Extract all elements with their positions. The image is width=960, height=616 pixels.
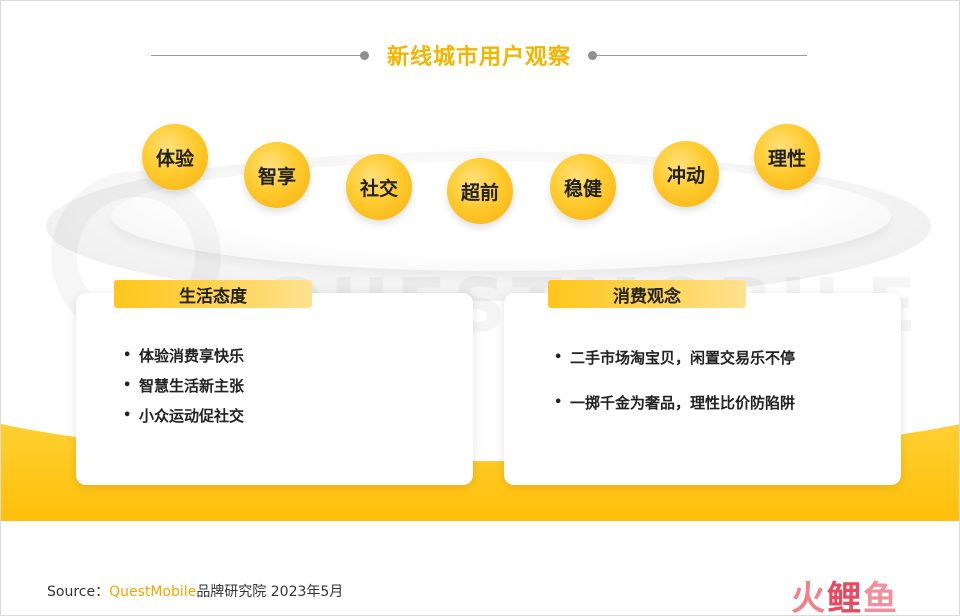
list-item: 二手市场淘宝贝，闲置交易乐不停 xyxy=(550,347,795,392)
keyword-bubble: 社交 xyxy=(346,154,412,220)
keyword-bubble: 理性 xyxy=(754,124,820,190)
source-rest: 品牌研究院 2023年5月 xyxy=(196,584,344,600)
keyword-bubble: 稳健 xyxy=(550,154,616,220)
source-label: Source： xyxy=(47,584,110,600)
title-line-left xyxy=(151,55,361,56)
life-attitude-label: 生活态度 xyxy=(114,280,312,308)
list-item: 一掷千金为奢品，理性比价防陷阱 xyxy=(550,392,795,437)
source-note: Source：QuestMobile品牌研究院 2023年5月 xyxy=(47,581,343,601)
consumption-concept-label: 消费观念 xyxy=(548,280,746,308)
title-dot-left xyxy=(360,51,369,60)
keyword-bubble: 体验 xyxy=(142,124,208,190)
keyword-bubble: 冲动 xyxy=(653,141,719,207)
brand-logo: 火鲤鱼 xyxy=(791,571,899,616)
logo-char: 火 xyxy=(791,579,827,616)
logo-char: 鲤 xyxy=(827,579,863,616)
keyword-bubble: 超前 xyxy=(447,158,513,224)
list-item: 智慧生活新主张 xyxy=(119,375,244,405)
consumption-concept-list: 二手市场淘宝贝，闲置交易乐不停 一掷千金为奢品，理性比价防陷阱 xyxy=(550,347,795,437)
keyword-bubble: 智享 xyxy=(244,142,310,208)
yellow-wave xyxy=(1,424,959,521)
page-title: 新线城市用户观察 xyxy=(386,45,571,70)
source-brand: QuestMobile xyxy=(109,584,197,600)
logo-char: 鱼 xyxy=(863,579,899,616)
life-attitude-list: 体验消费享快乐 智慧生活新主张 小众运动促社交 xyxy=(119,345,244,435)
list-item: 体验消费享快乐 xyxy=(119,345,244,375)
title-row: 新线城市用户观察 xyxy=(151,39,807,70)
list-item: 小众运动促社交 xyxy=(119,405,244,435)
title-line-right xyxy=(592,55,807,56)
